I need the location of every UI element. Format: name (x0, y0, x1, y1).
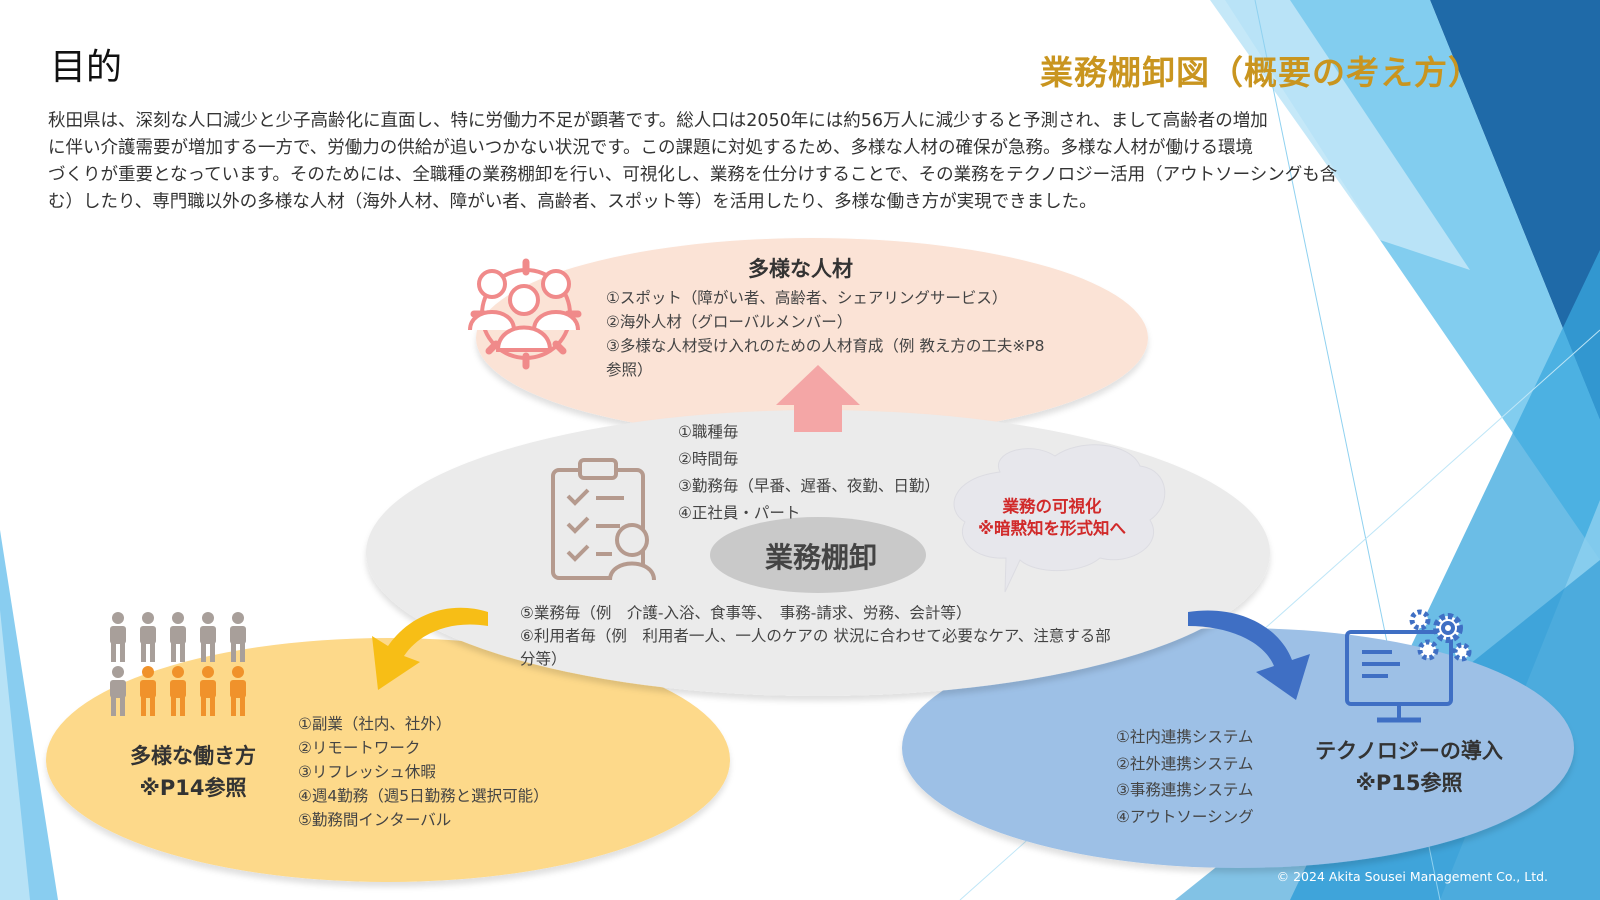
inventory-list-item: 分等） (520, 650, 567, 668)
workstyle-heading: 多様な働き方 ※P14参照 (118, 740, 268, 802)
deco-shard-left-light (0, 610, 30, 900)
workstyle-ref: ※P14参照 (139, 776, 247, 800)
workstyle-heading-text: 多様な働き方 (130, 744, 256, 768)
technology-list-item: ②社外連携システム (1116, 754, 1254, 773)
inventory-list-bottom: ⑤業務毎（例 介護-入浴、食事等、 事務-請求、労務、会計等） ⑥利用者毎（例 … (520, 602, 1111, 671)
intro-line: 秋田県は、深刻な人口減少と少子高齢化に直面し、特に労働力不足が顕著です。総人口は… (48, 111, 1268, 131)
inventory-list-item: ⑥利用者毎（例 利用者一人、一人のケアの 状況に合わせて必要なケア、注意する部 (520, 627, 1111, 645)
technology-ellipse (902, 628, 1574, 868)
talent-list: ①スポット（障がい者、高齢者、シェアリングサービス） ②海外人材（グローバルメン… (606, 286, 1045, 382)
clipboard-checklist-icon (551, 458, 656, 581)
computer-gears-icon (1345, 609, 1472, 723)
talent-list-item: 参照） (606, 361, 653, 379)
inventory-list-item: ②時間毎 (678, 450, 739, 468)
right-curved-arrow (1188, 610, 1310, 700)
inventory-list-item: ③勤務毎（早番、遅番、夜勤、日勤） (678, 477, 940, 495)
workstyle-list-item: ⑤勤務間インターバル (298, 811, 452, 829)
workstyle-list-item: ①副業（社内、社外） (298, 715, 452, 733)
workstyle-list-item: ②リモートワーク (298, 739, 421, 757)
intro-paragraph: 秋田県は、深刻な人口減少と少子高齢化に直面し、特に労働力不足が顕著です。総人口は… (48, 108, 1468, 216)
talent-list-item: ②海外人材（グローバルメンバー） (606, 313, 853, 331)
technology-list-item: ③事務連携システム (1116, 781, 1254, 799)
workstyle-ellipse (46, 638, 730, 882)
inventory-list-item: ⑤業務毎（例 介護-入浴、食事等、 事務-請求、労務、会計等） (520, 604, 972, 622)
inventory-label-ellipse (710, 517, 926, 593)
technology-list: ①社内連携システム ②社外連携システム ③事務連携システム ④アウトソーシング (1116, 724, 1254, 830)
page-title: 目的 (50, 47, 123, 88)
copyright: © 2024 Akita Sousei Management Co., Ltd. (1276, 869, 1548, 884)
diagram-title: 業務棚卸図（概要の考え方） (1040, 53, 1482, 92)
left-curved-arrow (372, 607, 488, 690)
workstyle-list: ①副業（社内、社外） ②リモートワーク ③リフレッシュ休暇 ④週4勤務（週5日勤… (298, 712, 549, 832)
talent-ellipse (476, 238, 1148, 438)
technology-list-item: ④アウトソーシング (1116, 807, 1254, 826)
workstyle-list-item: ④週4勤務（週5日勤務と選択可能） (298, 787, 549, 805)
people-gear-icon (468, 258, 582, 370)
bubble-line: ※暗黙知を形式知へ (977, 519, 1127, 538)
intro-line: づくりが重要となっています。そのためには、全職種の業務棚卸を行い、可視化し、業務… (48, 165, 1338, 185)
deco-shard-top-right-light (1210, 0, 1470, 270)
visualization-bubble (953, 444, 1166, 593)
technology-list-item: ①社内連携システム (1116, 728, 1254, 746)
talent-list-item: ③多様な人材受け入れのための人材育成（例 教え方の工夫※P8 (606, 337, 1045, 355)
technology-heading: テクノロジーの導入 ※P15参照 (1304, 735, 1514, 797)
workstyle-list-item: ③リフレッシュ休暇 (298, 763, 436, 781)
inventory-list-item: ④正社員・パート (678, 504, 801, 522)
inventory-list-item: ①職種毎 (678, 423, 739, 441)
bubble-text: 業務の可視化 ※暗黙知を形式知へ (962, 496, 1142, 540)
people-group-icon (110, 612, 246, 716)
technology-heading-text: テクノロジーの導入 (1315, 739, 1503, 763)
up-arrow (776, 365, 860, 432)
technology-ref: ※P15参照 (1355, 771, 1463, 795)
inventory-list-top: ①職種毎 ②時間毎 ③勤務毎（早番、遅番、夜勤、日勤） ④正社員・パート (678, 419, 940, 527)
intro-line: に伴い介護需要が増加する一方で、労働力の供給が追いつかない状況です。この課題に対… (48, 138, 1254, 158)
bubble-line: 業務の可視化 (1002, 497, 1102, 516)
inventory-label: 業務棚卸 (765, 541, 878, 574)
intro-line: む）したり、専門職以外の多様な人材（海外人材、障がい者、高齢者、スポット等）を活… (48, 192, 1097, 212)
talent-heading: 多様な人材 (748, 257, 853, 281)
talent-list-item: ①スポット（障がい者、高齢者、シェアリングサービス） (606, 289, 1008, 307)
